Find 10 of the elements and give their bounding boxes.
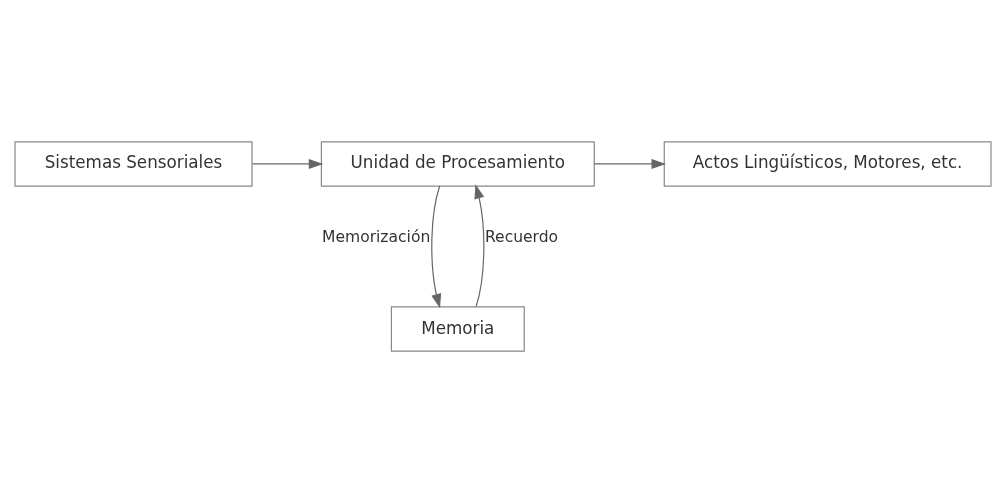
arrow [593, 158, 666, 169]
arrow [473, 184, 484, 308]
edge-label: Memorización [321, 228, 430, 247]
edge-label: Recuerdo [484, 227, 558, 246]
node-box: Memoria [390, 306, 525, 352]
node-box: Unidad de Procesamiento [320, 141, 595, 187]
arrow [251, 158, 323, 169]
node-box: Sistemas Sensoriales [13, 141, 253, 187]
arrow [430, 185, 441, 309]
node-box: Actos Lingüísticos, Motores, etc. [663, 141, 992, 187]
